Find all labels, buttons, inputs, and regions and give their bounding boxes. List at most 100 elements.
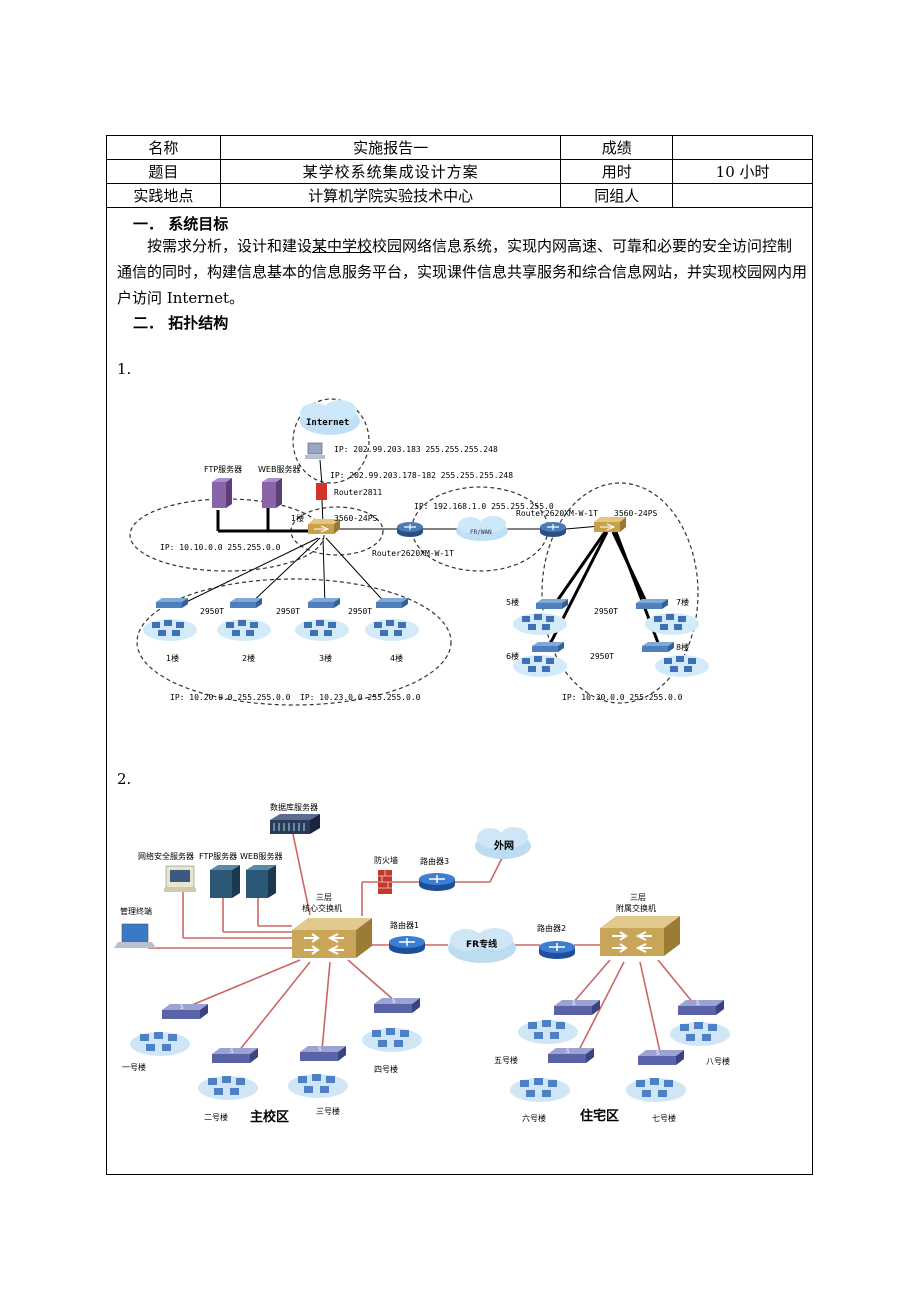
fr-cloud-label: FR/WAN <box>470 529 492 536</box>
switch-icon <box>374 998 420 1013</box>
aux-switch-label: 三层附属交换机 <box>616 893 656 913</box>
fr-line-cloud-icon <box>448 928 516 963</box>
core-switch-label: 三层核心交换机 <box>302 893 342 913</box>
building-5-label: 五号楼 <box>494 1055 518 1065</box>
section-1-paragraph: 按需求分析，设计和建设某中学校校园网络信息系统，实现内网高速、可靠和必要的安全访… <box>117 233 807 311</box>
building-3-label: 三号楼 <box>316 1106 340 1116</box>
web-server-icon <box>262 478 282 508</box>
switch-2950-label: 2950T <box>590 652 614 661</box>
floor-6-label: 6楼 <box>506 651 519 661</box>
switch-icon <box>638 1050 684 1065</box>
router1-label: 路由器1 <box>390 920 419 930</box>
ip-left-a-label: IP: 10.20.0.0 255.255.0.0 <box>170 693 291 702</box>
building-8-label: 八号楼 <box>706 1056 730 1066</box>
main-campus-label: 主校区 <box>250 1109 289 1125</box>
router1-icon <box>388 935 426 955</box>
section-1-text-b: 校园网络信息系统，实现内网高速、可靠和必要的安全访问控制通信的同时，构建信息基本… <box>117 237 808 307</box>
floor-5-label: 5楼 <box>506 597 519 607</box>
switch-icon <box>548 1048 594 1063</box>
section-1-text-underlined: 某中学校 <box>312 237 373 255</box>
network-links-2 <box>148 833 695 1053</box>
table-row: 实践地点 计算机学院实验技术中心 同组人 <box>106 183 813 208</box>
internet-label: Internet <box>306 418 349 428</box>
router3-label: 路由器3 <box>420 856 449 866</box>
switch-icon <box>554 1000 600 1015</box>
floor-8-label: 8楼 <box>676 642 689 652</box>
section-2-title: 二． 拓扑结构 <box>133 314 229 332</box>
switch-2950-label: 2950T <box>200 607 224 616</box>
router-right-label: Router2620XM-W-1T <box>516 509 598 518</box>
place-label: 实践地点 <box>106 183 221 208</box>
section-1-text-a: 按需求分析，设计和建设 <box>147 237 313 255</box>
floor-7-label: 7楼 <box>676 597 689 607</box>
db-server-label: 数据库服务器 <box>270 802 318 812</box>
table-row: 名称 实施报告一 成绩 <box>106 135 813 160</box>
web-server-label: WEB服务器 <box>240 851 282 861</box>
laptop-icon <box>114 923 156 948</box>
fr-line-label: FR专线 <box>466 938 497 950</box>
right-switch-label: 3560-24PS <box>614 509 658 518</box>
switch-icon <box>678 1000 724 1015</box>
pc-group-icon <box>288 1074 348 1098</box>
web-server-label: WEB服务器 <box>258 464 300 474</box>
external-network-label: 外网 <box>493 839 514 852</box>
group-value <box>672 183 813 208</box>
security-server-label: 网络安全服务器 <box>138 851 194 861</box>
ftp-server-icon <box>210 865 240 898</box>
core-switch-icon <box>291 917 373 959</box>
ip-fr-label: IP: 192.168.1.0 255.255.255.0 <box>414 502 554 511</box>
router2-label: 路由器2 <box>537 923 566 933</box>
ftp-server-label: FTP服务器 <box>199 851 237 861</box>
figure-1-number: 1. <box>117 360 132 378</box>
ip-router-label: IP: 202.99.203.178-182 255.255.255.248 <box>330 471 513 480</box>
building-1-label: 一号楼 <box>122 1062 146 1072</box>
router-left-label: Router2620XM-W-1T <box>372 549 454 558</box>
section-1-title: 一． 系统目标 <box>133 215 229 233</box>
firewall-label: 防火墙 <box>374 855 398 865</box>
place-value: 计算机学院实验技术中心 <box>219 183 562 208</box>
switch-2950-label: 2950T <box>276 607 300 616</box>
residential-label: 住宅区 <box>580 1108 619 1124</box>
report-header-table: 名称 实施报告一 成绩 题目 某学校系统集成设计方案 用时 10 小时 实践地点… <box>106 135 813 208</box>
aux-switch-icon <box>599 915 681 957</box>
security-server-icon <box>164 865 196 892</box>
floor-2-label: 2楼 <box>242 653 255 663</box>
pc-group-icon <box>130 1032 190 1056</box>
switch-icon <box>300 1046 346 1061</box>
figure-2-number: 2. <box>117 770 132 788</box>
pc-group-icon <box>626 1078 686 1102</box>
router2-icon <box>538 940 576 960</box>
floor-4-label: 4楼 <box>390 653 403 663</box>
ip-servers-label: IP: 10.10.0.0 255.255.0.0 <box>160 543 281 552</box>
ftp-server-icon <box>212 478 232 508</box>
pc-group-icon <box>198 1076 258 1100</box>
web-server-icon <box>246 865 276 898</box>
switch-2950-label: 2950T <box>348 607 372 616</box>
pc-group-icon <box>518 1020 578 1044</box>
name-value: 实施报告一 <box>219 135 562 160</box>
ftp-server-label: FTP服务器 <box>204 464 242 474</box>
firewall-icon <box>378 870 392 894</box>
floor-1-label: 1楼 <box>166 653 179 663</box>
core-switch-label: 3560-24PS <box>334 514 378 523</box>
database-server-icon <box>270 814 320 834</box>
external-network-cloud-icon <box>475 827 531 859</box>
router3-icon <box>418 872 456 892</box>
internet-host-icon <box>305 442 325 459</box>
building-4-label: 四号楼 <box>374 1064 398 1074</box>
floor1-tag-label: 1楼 <box>291 513 304 523</box>
building-6-label: 六号楼 <box>522 1113 546 1123</box>
switch-2950-label: 2950T <box>594 607 618 616</box>
building-7-label: 七号楼 <box>652 1113 676 1123</box>
internet-cloud-icon <box>300 400 360 435</box>
ip-left-b-label: IP: 10.23.0.0 255.255.0.0 <box>300 693 421 702</box>
pc-group-icon <box>670 1022 730 1046</box>
mgmt-terminal-label: 管理终端 <box>120 906 152 916</box>
fr-cloud-icon <box>456 516 508 541</box>
floor-3-label: 3楼 <box>319 653 332 663</box>
building-2-label: 二号楼 <box>204 1112 228 1122</box>
switch-icon <box>212 1048 258 1063</box>
ip-right-label: IP: 10.30.0.0 255.255.0.0 <box>562 693 683 702</box>
